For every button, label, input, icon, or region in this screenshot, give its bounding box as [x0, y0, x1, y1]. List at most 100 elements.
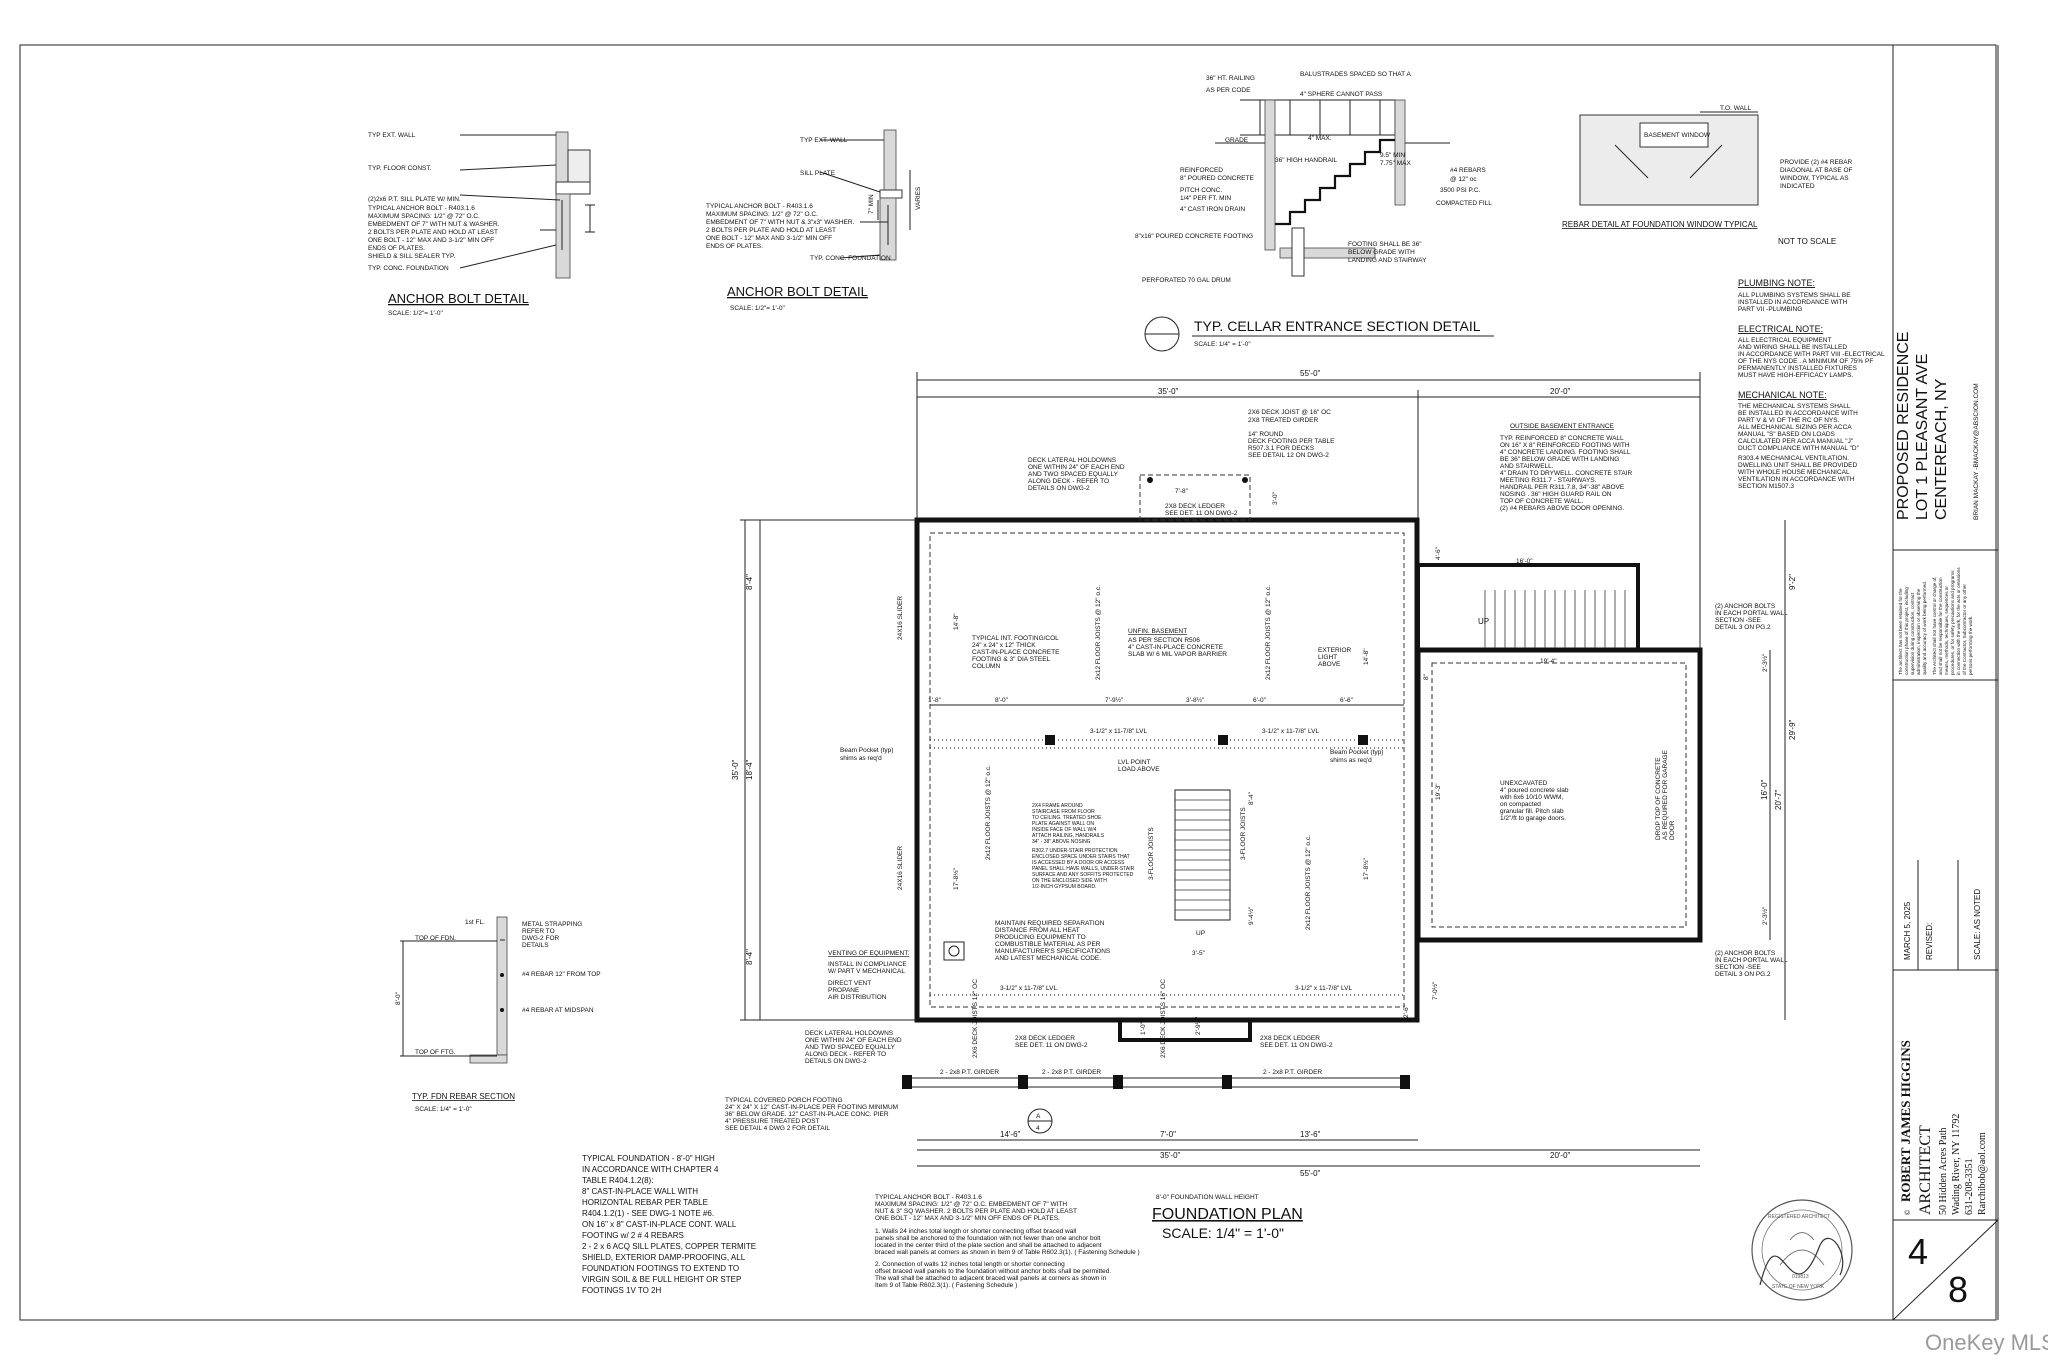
- svg-text:INSIDE FACE OF WALL W/4: INSIDE FACE OF WALL W/4: [1032, 827, 1097, 833]
- svg-text:FOOTINGS 1V TO 2H: FOOTINGS 1V TO 2H: [582, 1286, 662, 1295]
- note-text: with 6x6 10/10 WWM,: [1499, 794, 1563, 801]
- note-text: NOSING . 36" HIGH GUARD RAIL ON: [1500, 491, 1612, 498]
- note-text: OF THE NYS CODE . A MINIMUM OF 75% PF: [1738, 358, 1873, 365]
- svg-text:SHIELD, EXTERIOR DAMP-PROOFING: SHIELD, EXTERIOR DAMP-PROOFING, ALL: [582, 1253, 746, 1262]
- note-text: AND LATEST MECHANICAL CODE.: [995, 955, 1101, 962]
- dimension-text: 35'-0": [1158, 387, 1179, 396]
- architect-phone: 631-208-3351: [1964, 1158, 1975, 1215]
- main-foundation-wall: [914, 517, 1420, 1023]
- svg-text:IN ACCORDANCE WITH CHAPTER 4: IN ACCORDANCE WITH CHAPTER 4: [582, 1165, 719, 1174]
- note-text: #4 REBAR AT MIDSPAN: [522, 1007, 594, 1014]
- note-text: on compacted: [1500, 801, 1541, 808]
- svg-text:FOUNDATION FOOTINGS TO EXTEND: FOUNDATION FOOTINGS TO EXTEND TO: [582, 1264, 739, 1273]
- note-text: LIGHT: [1318, 654, 1337, 661]
- svg-text:NUT & 3" SQ WASHER. 2 BOLTS P: NUT & 3" SQ WASHER. 2 BOLTS PER PLATE AN…: [875, 1208, 1077, 1215]
- note-text: MAINTAIN REQUIRED SEPARATION: [995, 920, 1105, 927]
- girder-label: 2 - 2x8 P.T. GIRDER: [1042, 1069, 1101, 1076]
- foundation-plan: 55'-0" 35'-0" 20'-0" UP: [725, 369, 1797, 1241]
- rebar-window-detail: T.O. WALL BASEMENT WINDOW PROVIDE (2) #4…: [1562, 105, 1853, 246]
- sheet-border: [19, 44, 1997, 1321]
- note-text: MEETING R311.7 - STAIRWAYS.: [1500, 477, 1597, 484]
- note-text: COMPACTED FILL: [1436, 200, 1492, 207]
- copyright-symbol: ©: [1904, 1209, 1912, 1215]
- note-text: REINFORCED: [1180, 167, 1223, 174]
- note-text: AIR DISTRIBUTION: [828, 994, 887, 1001]
- svg-text:TYPICAL ANCHOR BOLT - R403.1.6: TYPICAL ANCHOR BOLT - R403.1.6: [875, 1194, 982, 1201]
- joist-label: 2x12 FLOOR JOISTS @ 12" o.c.: [985, 765, 992, 860]
- revision-label: REVISED:: [1925, 923, 1934, 960]
- note-text: MUST HAVE HIGH-EFFICACY LAMPS.: [1738, 372, 1853, 379]
- note-text: R507.3.1 FOR DECKS: [1248, 445, 1315, 452]
- dimension-text: 14'-6": [1000, 1130, 1021, 1139]
- dimension-text: 1'-8": [928, 697, 942, 704]
- svg-text:STAIRCASE FROM FLOOR: STAIRCASE FROM FLOOR: [1032, 809, 1095, 815]
- dimension-text: 7'-8": [1175, 488, 1189, 495]
- joist-label: 3-FLOOR JOISTS: [1148, 827, 1155, 880]
- note-text: LOAD ABOVE: [1118, 766, 1160, 773]
- joist-label: 3-FLOOR JOISTS: [1240, 807, 1247, 860]
- up-label: UP: [1478, 617, 1489, 626]
- note-text: R303.4 MECHANICAL VENTILATION.: [1738, 455, 1849, 462]
- note-text: 4" CAST IRON DRAIN: [1180, 206, 1245, 213]
- note-text: IN EACH PORTAL WALL: [1715, 610, 1788, 617]
- dimension-text: 7" MIN: [868, 194, 875, 214]
- dimension-text: 16'-0": [1516, 558, 1533, 565]
- dimension-text: 2'-6": [1403, 1004, 1410, 1018]
- note-text: ON 16" X 8" REINFORCED FOOTING WITH: [1500, 442, 1630, 449]
- note-text: INDICATED: [1780, 183, 1815, 190]
- svg-text:means, methods, techniques, se: means, methods, techniques, sequences or: [1944, 586, 1949, 675]
- svg-text:ONE BOLT - 12" MAX AND 3-1/2": ONE BOLT - 12" MAX AND 3-1/2" MIN OFF EN…: [875, 1215, 1060, 1222]
- detail-scale: NOT TO SCALE: [1778, 237, 1836, 246]
- general-notes: PLUMBING NOTE: ALL PLUMBING SYSTEMS SHAL…: [1738, 278, 1885, 490]
- note-text: WITH WHOLE HOUSE MECHANICAL: [1738, 469, 1850, 476]
- note-text: 2X6 DECK JOISTS 12" OC: [972, 979, 979, 1058]
- slider-label: 24X16 SLIDER: [897, 596, 904, 640]
- note-text: 14" ROUND: [1248, 431, 1283, 438]
- note-text: 3500 PSI P.C.: [1440, 187, 1481, 194]
- note-text: AND STAIRWELL.: [1500, 463, 1554, 470]
- dimension-text: 8'-0": [995, 697, 1009, 704]
- note-text: DETAIL 3 ON PG.2: [1715, 971, 1771, 978]
- svg-text:SURFACE AND ANY SOFFITS PROTEC: SURFACE AND ANY SOFFITS PROTECTED: [1032, 872, 1134, 878]
- dimension-text: 9'-2": [1788, 574, 1797, 590]
- note-text: ALL MECHANICAL SIZING PER ACCA: [1738, 424, 1852, 431]
- svg-text:TABLE R404.1.2(8):: TABLE R404.1.2(8):: [582, 1176, 653, 1185]
- note-text: COMBUSTIBLE MATERIAL AS PER: [995, 941, 1101, 948]
- note-text: #4 REBARS: [1450, 167, 1486, 174]
- note-text: DECK FOOTING PER TABLE: [1248, 438, 1335, 445]
- note-text: INSTALLED IN ACCORDANCE WITH: [1738, 299, 1848, 306]
- note-text: #4 REBAR 12" FROM TOP: [522, 971, 601, 978]
- svg-text:TO CEILING. TREATED SHOE: TO CEILING. TREATED SHOE: [1032, 815, 1102, 821]
- note-text: VENTILATION IN ACCORDANCE WITH: [1738, 476, 1855, 483]
- svg-text:REGISTERED ARCHITECT: REGISTERED ARCHITECT: [1768, 1214, 1830, 1220]
- fdn-rebar-section: 1st FL. METAL STRAPPING REFER TO DWG-2 F…: [395, 916, 601, 1113]
- dimension-text: 18'-4": [745, 759, 754, 780]
- note-text: SEE DETAIL 12 ON DWG-2: [1248, 452, 1329, 459]
- svg-text:MAXIMUM SPACING: 1/2" @ 72" O.: MAXIMUM SPACING: 1/2" @ 72" O.C. EMBEDME…: [875, 1201, 1067, 1208]
- note-text: (2) #4 REBARS ABOVE DOOR OPENING.: [1500, 505, 1624, 512]
- note-text: AND WIRING SHALL BE INSTALLED: [1738, 344, 1847, 351]
- detail-scale: SCALE: 1/4" = 1'-0": [415, 1106, 472, 1113]
- svg-text:located in the center third of: located in the center third of the plate…: [875, 1242, 1102, 1249]
- note-text: AND TWO SPACED EQUALLY: [1028, 471, 1119, 478]
- note-text: DETAILS: [522, 942, 549, 949]
- note-text: LVL POINT: [1118, 759, 1151, 766]
- dimension-text: 17'-8½": [1362, 857, 1370, 880]
- architect-email: Rarchibob@aol.com: [1977, 1132, 1988, 1215]
- sheet-number: 4: [1908, 1231, 1928, 1272]
- note-text: BELOW GRADE WITH: [1348, 249, 1415, 256]
- note-text: 8" POURED CONCRETE: [1180, 175, 1254, 182]
- note-text: SEE DET. 11 ON DWG-2: [1165, 510, 1238, 517]
- svg-text:in connection with the work, f: in connection with the work, for the act…: [1956, 567, 1961, 675]
- note-text: 4" PRESSURE TREATED POST: [725, 1118, 820, 1125]
- note-text: DWG-2 FOR: [522, 935, 559, 942]
- note-text: shims as req'd: [840, 755, 882, 762]
- note-text: PROPANE: [828, 987, 860, 994]
- plan-title: FOUNDATION PLAN: [1152, 1206, 1303, 1223]
- svg-text:1/2-INCH GYPSUM BOARD.: 1/2-INCH GYPSUM BOARD.: [1032, 884, 1096, 890]
- note-text: FOOTING SHALL BE 36": [1348, 241, 1422, 248]
- anchor-bolt-detail-center: TYP EXT. WALL SILL PLATE TYPICAL ANCHOR …: [706, 129, 922, 312]
- dimension-text: 2'-3½": [1761, 653, 1769, 672]
- mechanical-equipment: [943, 941, 965, 961]
- section-marker-number: 4: [1036, 1125, 1040, 1132]
